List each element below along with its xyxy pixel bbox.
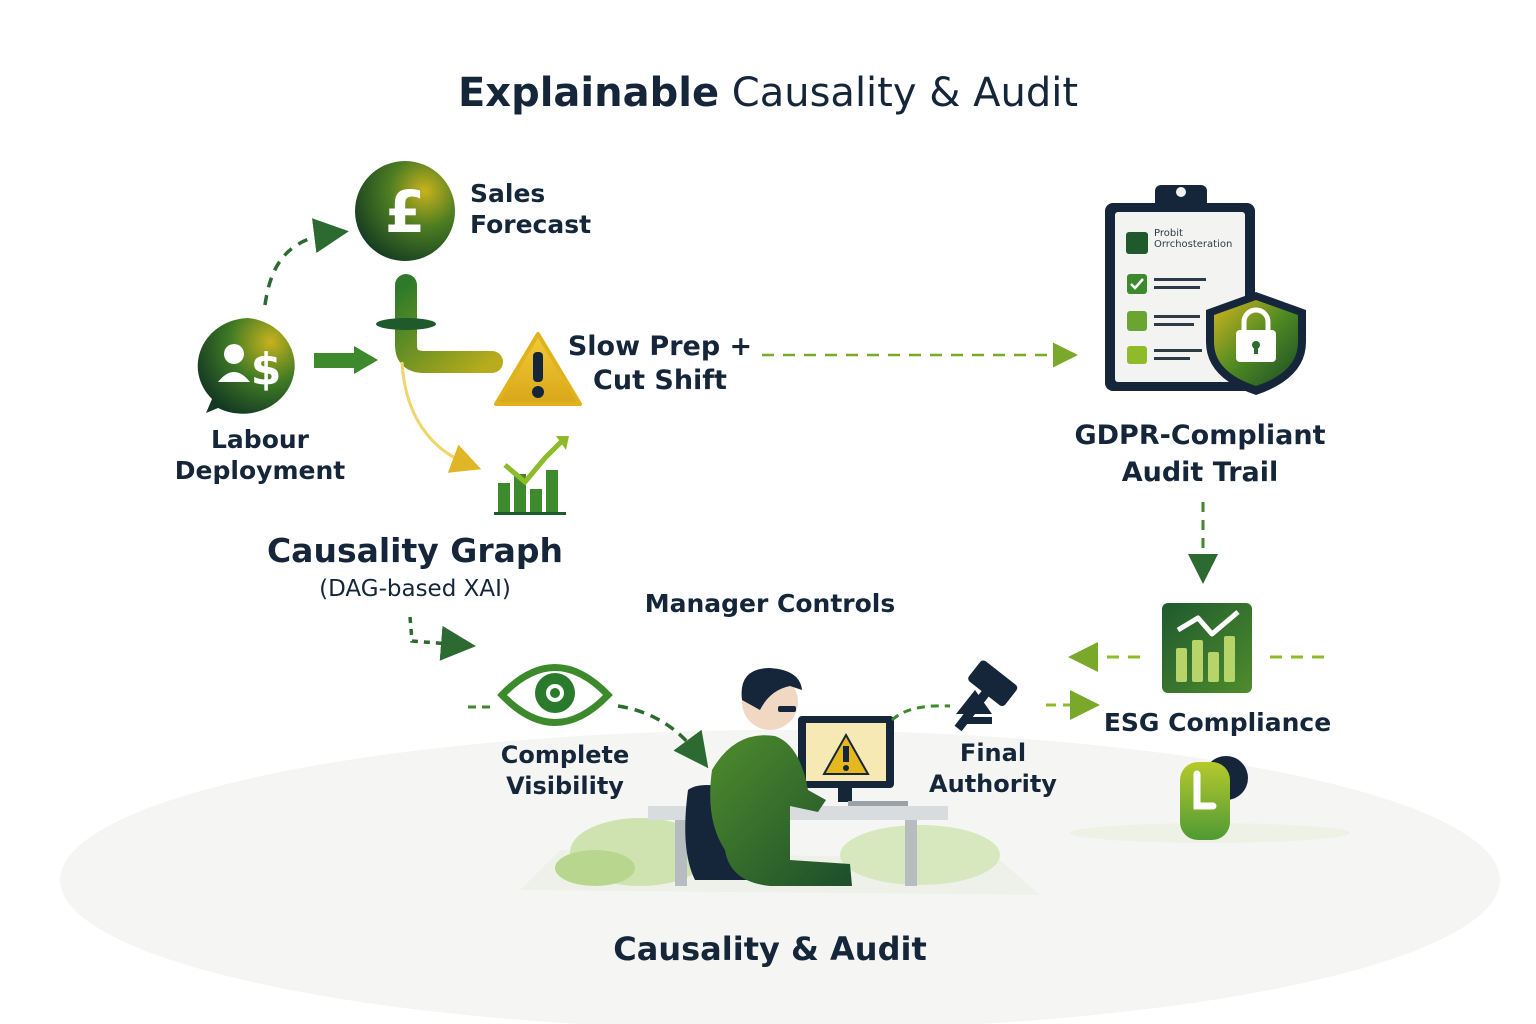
final-authority-label: Final Authority bbox=[929, 739, 1057, 798]
arrow-graph-to-visibility bbox=[408, 616, 476, 661]
esg-compliance-label: ESG Compliance bbox=[1103, 708, 1332, 737]
causality-graph-subtitle: (DAG-based XAI) bbox=[319, 576, 511, 602]
gdpr-audit-trail-label: GDPR-Compliant Audit Trail bbox=[1074, 420, 1326, 488]
slow-prep-label: Slow Prep + Cut Shift bbox=[567, 331, 753, 396]
leaf-badge-icon bbox=[1070, 756, 1350, 843]
arrow-labour-to-pipe bbox=[314, 346, 378, 374]
complete-visibility-label: Complete Visibility bbox=[500, 741, 630, 800]
shield-lock-icon bbox=[1206, 292, 1306, 395]
manager-at-computer-icon bbox=[520, 668, 1040, 895]
arrow-visibility-to-manager bbox=[617, 704, 709, 769]
arrow-pipe-to-growth bbox=[400, 361, 482, 473]
growth-chart-icon bbox=[494, 436, 569, 515]
dash-manager-to-gavel bbox=[890, 704, 951, 722]
arrow-labour-to-sales bbox=[263, 218, 349, 306]
bottom-title: Causality & Audit bbox=[613, 930, 927, 968]
page-title: Explainable Causality & Audit bbox=[457, 70, 1079, 116]
labour-deployment-label: Labour Deployment bbox=[174, 425, 346, 485]
warning-triangle-icon bbox=[494, 332, 582, 406]
eye-icon bbox=[497, 664, 613, 726]
sales-forecast-label: Sales Forecast bbox=[470, 179, 592, 239]
gavel-icon bbox=[954, 660, 1018, 732]
causal-pipe bbox=[376, 274, 503, 373]
causality-graph-title: Causality Graph bbox=[266, 531, 564, 570]
people-dollar-icon: $ bbox=[197, 318, 295, 414]
pound-sign-icon: £ bbox=[355, 161, 455, 261]
svg-text:$: $ bbox=[251, 344, 282, 395]
esg-chart-icon bbox=[1162, 603, 1252, 693]
svg-text:£: £ bbox=[385, 178, 425, 246]
clipboard-document-text: Probit Orrchosteration bbox=[1154, 228, 1233, 250]
manager-controls-label: Manager Controls bbox=[644, 589, 896, 618]
